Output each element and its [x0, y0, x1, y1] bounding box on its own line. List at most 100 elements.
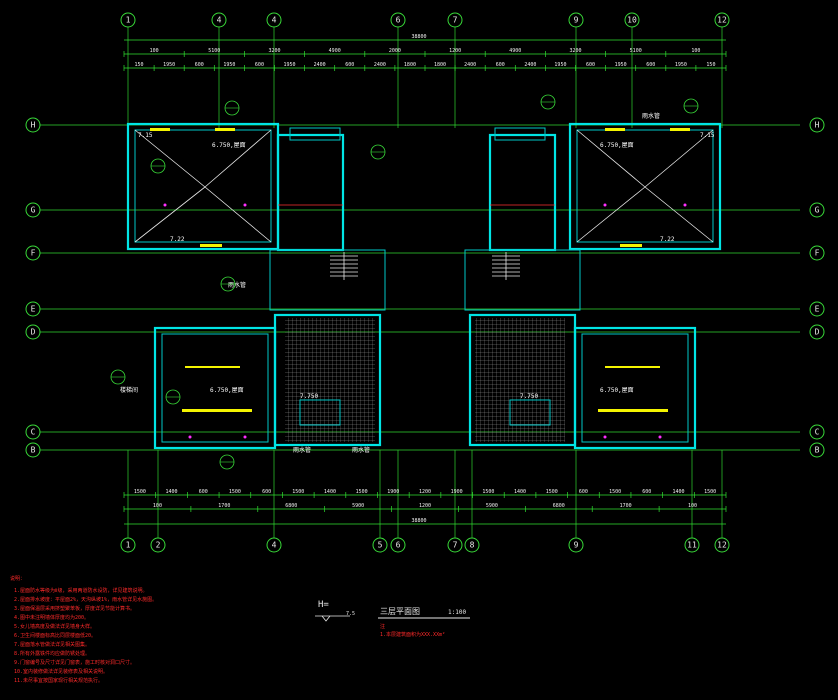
note-item-0: 1.屋面防水等级为Ⅱ级，采用两道防水设防，详见建筑说明。: [14, 587, 148, 594]
dim-bottom-fine-value-0: 1500: [134, 489, 146, 495]
label-right-715: 7.15: [700, 132, 715, 139]
dim-top-mid-value-7: 3200: [569, 48, 581, 54]
axis-bubble-top-4: [447, 12, 463, 28]
dim-top-mid-value-6: 4900: [509, 48, 521, 54]
left-upper-ridge-a: [134, 129, 206, 188]
right-stair-treads: [492, 252, 520, 280]
axis-label-bottom-3: 5: [378, 541, 383, 550]
note-item-1: 2.屋面排水坡度：平屋面2%，天沟纵坡1%，雨水管详见水施图。: [14, 596, 157, 603]
left-upper-parapet: [134, 129, 272, 243]
dim-bottom-fine-value-12: 1400: [514, 489, 526, 495]
dim-top-fine-value-14: 1950: [554, 62, 566, 68]
axis-label-right-4: D: [815, 328, 820, 337]
dim-top-fine-value-16: 1950: [615, 62, 627, 68]
left-upper-drain-2: [215, 128, 235, 131]
axis-bubble-top-6: [624, 12, 640, 28]
label-left-upper-elev: 6.750,屋面: [212, 142, 246, 149]
axis-bubble-right-2: [809, 245, 825, 261]
right-lower-roof-outline: [573, 326, 697, 450]
dim-top-mid-value-8: 5100: [630, 48, 642, 54]
note-item-9: 10.室内装修做法详见装修表及相关说明。: [14, 668, 108, 675]
axis-label-left-1: G: [31, 206, 36, 215]
room-annotations: 6.750,屋面 6.750,屋面 6.750,屋面 6.750,屋面 7.22…: [120, 112, 715, 454]
axis-label-left-4: D: [31, 328, 36, 337]
dim-top-mid-value-3: 4900: [329, 48, 341, 54]
left-upper-ridge-c: [134, 186, 206, 243]
right-upper-drain-1: [605, 128, 625, 131]
label-left-rain-2: 雨水管: [293, 446, 311, 454]
dim-bottom-mid-value-5: 5900: [486, 503, 498, 509]
dim-top-fine-value-9: 1800: [404, 62, 416, 68]
axis-bubble-top-3: [390, 12, 406, 28]
dim-top-fine-value-18: 1950: [675, 62, 687, 68]
right-upper-parapet: [576, 129, 714, 243]
dim-top-mid-value-1: 5100: [208, 48, 220, 54]
axis-label-bottom-7: 9: [574, 541, 579, 550]
right-upper-drain-2: [670, 128, 690, 131]
dim-bottom-mid-value-6: 6800: [553, 503, 565, 509]
left-core-top: [289, 127, 341, 141]
dim-top-fine-value-1: 1950: [163, 62, 175, 68]
axis-bubble-bottom-7: [568, 537, 584, 553]
left-upper-ridge-b: [204, 129, 272, 188]
axis-label-bottom-6: 8: [470, 541, 475, 550]
axis-bubble-top-5: [568, 12, 584, 28]
detail-index-markers: [110, 94, 699, 470]
dim-bottom-fine-value-6: 1400: [324, 489, 336, 495]
label-right-lower-elev: 6.750,屋面: [600, 387, 634, 394]
dim-top-fine-value-15: 600: [586, 62, 595, 68]
axis-bubble-bottom-5: [447, 537, 463, 553]
axis-label-top-3: 6: [396, 16, 401, 25]
axis-bubble-right-3: [809, 301, 825, 317]
axis-label-right-0: H: [815, 121, 820, 130]
dim-bottom-mid-value-7: 1700: [620, 503, 632, 509]
note-item-4: 5.女儿墙高度及做法详见墙身大样。: [14, 623, 95, 630]
axis-label-top-4: 7: [453, 16, 458, 25]
dim-top-fine-value-13: 2400: [524, 62, 536, 68]
right-upper-drain-3: [620, 244, 642, 247]
dim-bottom-fine-value-17: 1400: [672, 489, 684, 495]
axis-bubble-bottom-0: [120, 537, 136, 553]
axis-bubble-bottom-8: [684, 537, 700, 553]
note-item-10: 11.未尽事宜按国家现行相关规范执行。: [14, 677, 103, 684]
dim-bottom-fine-value-10: 1900: [451, 489, 463, 495]
right-lower-parapet: [581, 333, 689, 443]
axis-bubble-right-6: [809, 442, 825, 458]
label-left-750: 7.750: [300, 393, 318, 400]
right-lower-drain-bar: [598, 409, 668, 412]
dim-top-fine-value-10: 1800: [434, 62, 446, 68]
axis-bubble-left-3: [25, 301, 41, 317]
right-lower-drain-bar-2: [605, 366, 660, 368]
label-left-stair: 楼梯间: [120, 386, 138, 394]
axis-label-top-5: 9: [574, 16, 579, 25]
axis-label-right-6: B: [815, 446, 820, 455]
dim-top-fine-value-5: 1950: [284, 62, 296, 68]
axis-label-bottom-9: 12: [717, 541, 727, 550]
left-core-lower-outline: [273, 313, 382, 447]
right-wing: [464, 122, 722, 450]
axis-bubble-right-0: [809, 117, 825, 133]
right-upper-ridge-c: [576, 186, 646, 243]
dim-bottom-fine-value-3: 1500: [229, 489, 241, 495]
dim-bottom-fine-value-18: 1500: [704, 489, 716, 495]
right-upper-ridge-d: [644, 186, 714, 243]
dim-bottom-fine-value-1: 1400: [166, 489, 178, 495]
dim-bottom-fine-value-16: 600: [642, 489, 651, 495]
label-left-lower-elev: 6.750,屋面: [210, 387, 244, 394]
dim-bottom-fine-value-8: 1900: [387, 489, 399, 495]
left-stair-treads: [330, 252, 358, 280]
left-upper-drain-3: [200, 244, 222, 247]
dim-bottom-mid-value-1: 1700: [218, 503, 230, 509]
axis-bubble-bottom-2: [266, 537, 282, 553]
axis-label-bottom-0: 1: [126, 541, 131, 550]
dim-top-mid-value-0: 100: [150, 48, 159, 54]
note-item-7: 8.所有外露铁件均应做防锈处理。: [14, 650, 90, 657]
dim-top-fine-value-17: 600: [646, 62, 655, 68]
label-right-722: 7.22: [660, 236, 675, 243]
dim-bottom-total: 38800: [411, 518, 426, 524]
label-left-rain-3: 雨水管: [352, 446, 370, 454]
label-left-715: 7.15: [138, 132, 153, 139]
elevation-label: H=: [318, 600, 329, 610]
axis-label-top-2: 4: [272, 16, 277, 25]
